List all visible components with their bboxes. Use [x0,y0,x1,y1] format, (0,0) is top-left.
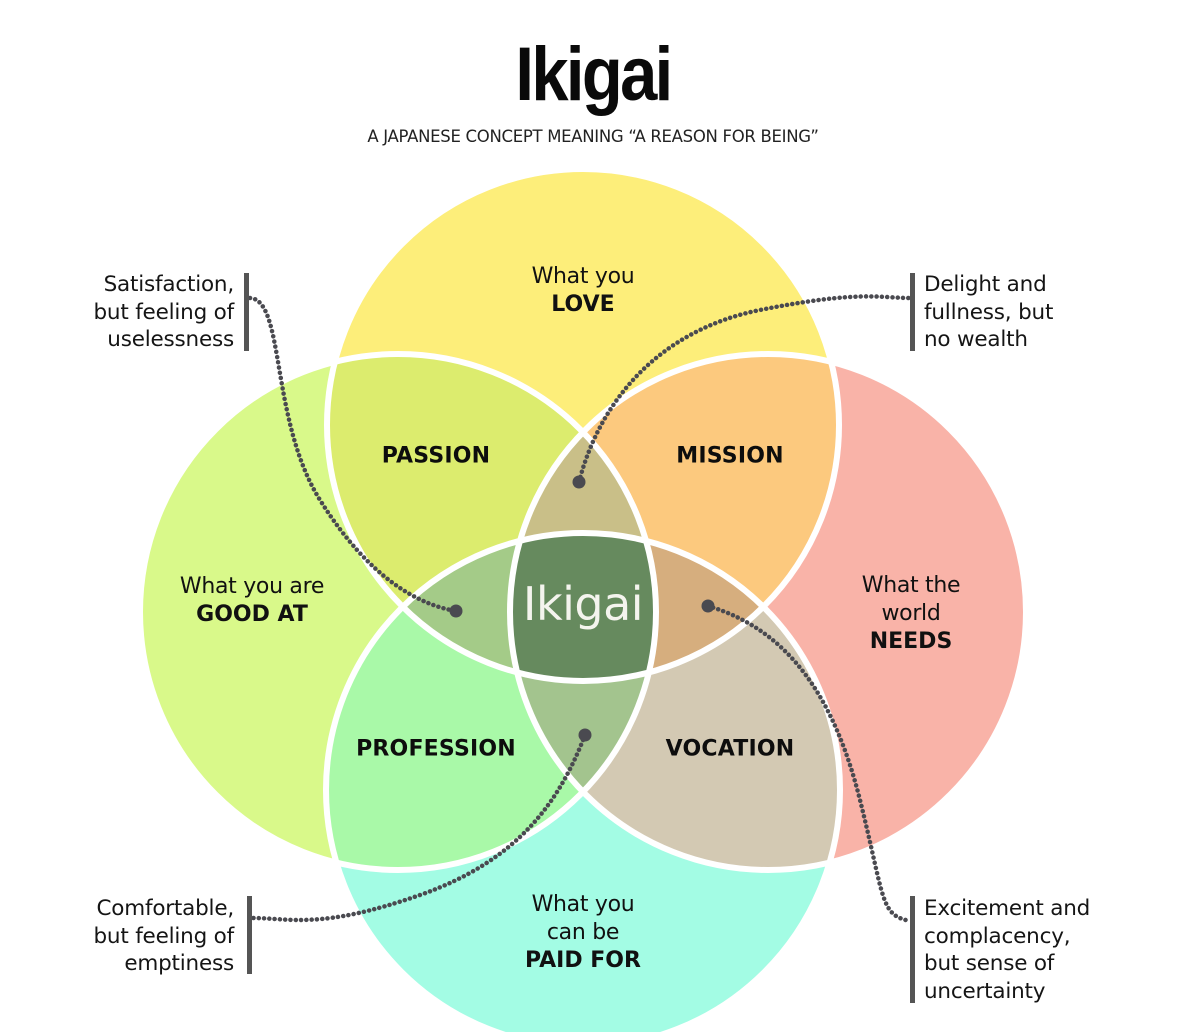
page-subtitle: A JAPANESE CONCEPT MEANING “A REASON FOR… [367,127,819,146]
note-bottom-right: Excitement and complacency, but sense of… [924,895,1090,1005]
page-title: Ikigai [515,32,673,117]
note-bottom-right-line: complacency, [924,923,1071,949]
note-top-right-line: Delight and [924,272,1047,297]
label-paid-for-bold: PAID FOR [525,948,641,973]
connector-dot-left-lens [449,604,463,618]
label-paid-for-line1: What you [531,892,635,917]
note-bottom-right-line: but sense of [924,951,1055,976]
note-bottom-left-line: Comfortable, [96,896,234,921]
label-good-at-line1: What you are [179,574,325,599]
label-paid-for: What you can be PAID FOR [525,891,641,975]
bracket-top-right [910,273,915,351]
label-good-at-bold: GOOD AT [196,602,308,627]
note-bottom-right-line: Excitement and [924,896,1091,921]
note-bottom-left-line: but feeling of [93,923,234,949]
connector-dot-right-lens [701,599,715,613]
label-needs-line2: world [881,601,941,626]
bracket-top-left [244,273,249,351]
connector-dot-top-lens [572,475,586,489]
note-top-left-line: uselessness [107,327,234,352]
label-mission: MISSION [676,443,784,469]
note-bottom-left-line: emptiness [124,951,234,976]
label-needs-bold: NEEDS [869,629,953,654]
note-top-right-line: fullness, but [924,299,1054,325]
connector-bottom-right [705,603,913,924]
note-top-right-line: no wealth [924,327,1028,352]
label-passion: PASSION [381,443,491,469]
connector-top-right [576,294,913,485]
label-needs-line1: What the [861,573,961,598]
note-top-left-line: but feeling of [93,299,234,325]
label-love: What you LOVE [532,263,635,319]
circle-outlines [137,166,1029,1032]
note-bottom-left: Comfortable, but feeling of emptiness [93,895,234,978]
note-top-left-line: Satisfaction, [103,272,235,297]
connector-bottom-left [249,732,588,923]
connector-dot-bottom-lens [578,728,592,742]
label-good-at: What you are GOOD AT [179,573,325,629]
note-top-right: Delight and fullness, but no wealth [924,271,1053,354]
label-center-ikigai: Ikigai [522,577,644,631]
label-profession: PROFESSION [356,736,516,762]
label-needs: What the world NEEDS [862,572,961,656]
label-love-line1: What you [531,264,635,289]
connector-top-left [247,295,459,614]
label-paid-for-line2: can be [546,920,620,945]
note-bottom-right-line: uncertainty [924,978,1046,1004]
note-top-left: Satisfaction, but feeling of uselessness [93,271,234,354]
bracket-bottom-right [910,896,915,1003]
bracket-bottom-left [247,896,252,974]
label-love-bold: LOVE [551,292,615,317]
label-vocation: VOCATION [665,736,795,762]
